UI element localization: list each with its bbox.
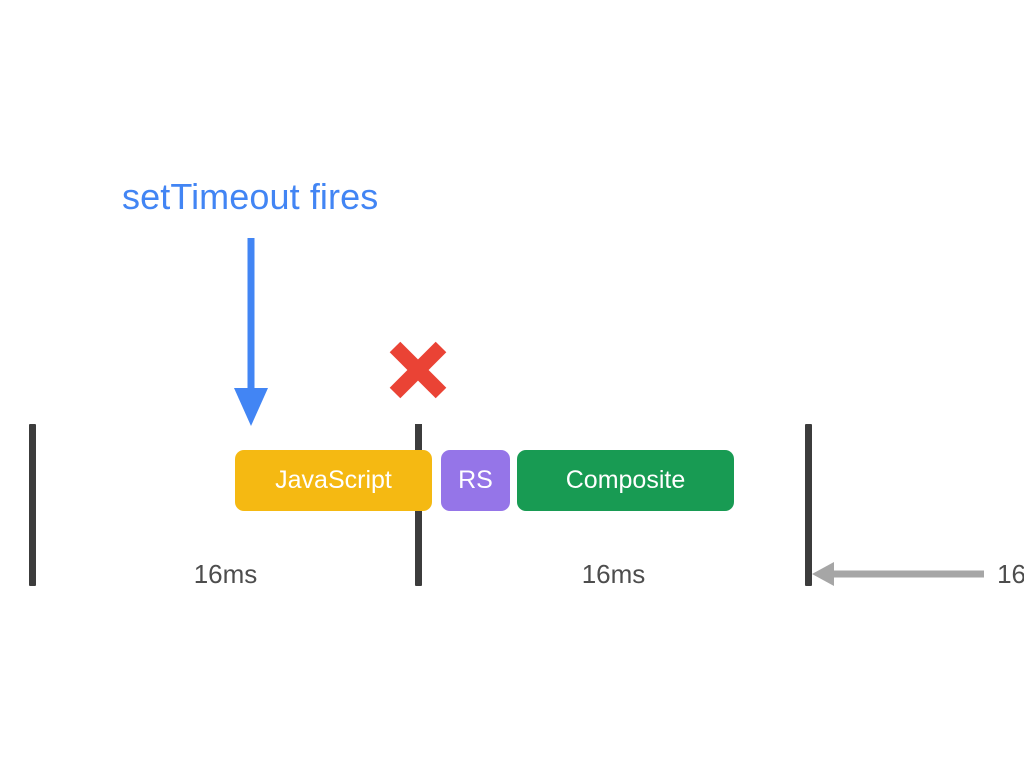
duration-measure-truncated: 16 — [812, 559, 1024, 589]
red-x-icon — [386, 338, 450, 402]
down-arrow-icon — [229, 236, 273, 428]
duration-label: 16 — [987, 559, 1024, 589]
settimeout-callout-label: setTimeout fires — [122, 176, 379, 217]
duration-measure: 16ms — [422, 559, 805, 589]
duration-label-wrapper: 16ms — [36, 559, 415, 589]
task-block-javascript[interactable]: JavaScript — [235, 450, 432, 511]
task-track: JavaScript RS Composite — [0, 450, 1024, 512]
duration-label: 16ms — [571, 559, 656, 589]
task-block-rs[interactable]: RS — [441, 450, 510, 511]
duration-measure: 16ms — [36, 559, 415, 589]
duration-label-wrapper: 16ms — [422, 559, 805, 589]
task-block-composite[interactable]: Composite — [517, 450, 734, 511]
frame-boundary-tick-overlay — [415, 424, 422, 450]
duration-label: 16ms — [183, 559, 268, 589]
duration-label-wrapper: 16 — [984, 559, 1024, 589]
frame-boundary-tick — [805, 424, 812, 586]
frame-boundary-tick — [29, 424, 36, 586]
